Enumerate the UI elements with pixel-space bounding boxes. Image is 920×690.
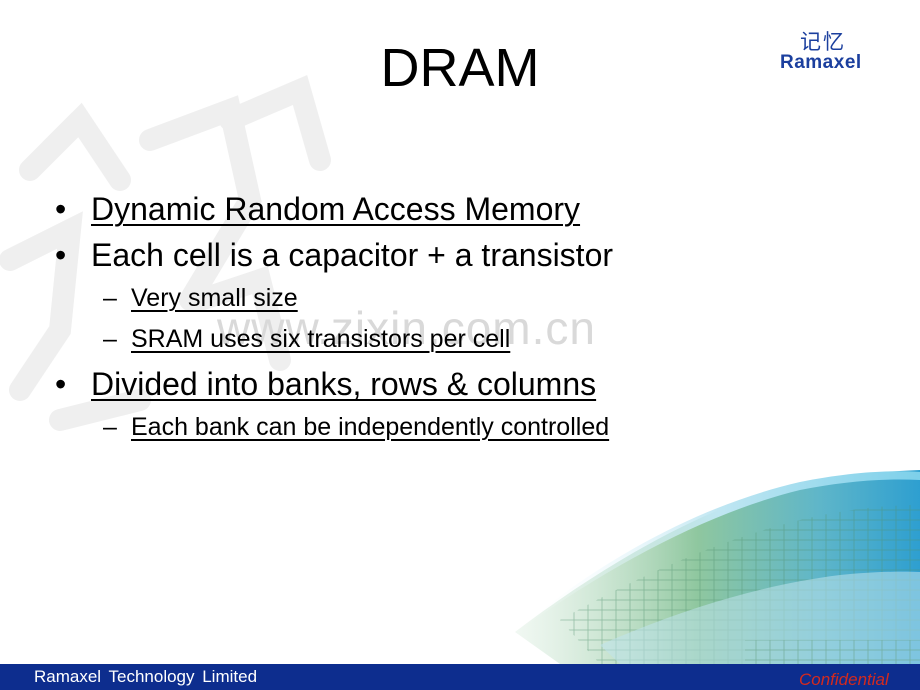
bullet-dot: • [55,237,67,273]
bullet-item: • Divided into banks, rows & columns [55,364,596,404]
slide-title: DRAM [380,38,540,98]
bullet-link-banks[interactable]: Divided into banks, rows & columns [91,366,597,402]
bullet-item: • Each cell is a capacitor + a transistor [55,235,613,275]
logo-english-text: Ramaxel [780,52,862,73]
sub-bullet-link-small-size[interactable]: Very small size [131,284,298,312]
footer-bar: Ramaxel Technology Limited Confidential [0,664,920,690]
bullet-dash: – [103,325,117,353]
sub-bullet-link-sram[interactable]: SRAM uses six transistors per cell [131,325,511,353]
bullet-dot: • [55,366,67,402]
bullet-dash: – [103,413,117,441]
logo-chinese-text: 记忆 [800,30,846,54]
bullet-item: • Dynamic Random Access Memory [55,189,580,229]
footer-company-name: Ramaxel Technology Limited [34,667,258,686]
site-watermark: www.zixin.com.cn [217,302,596,354]
sub-bullet-link-bank-control[interactable]: Each bank can be independently controlle… [131,413,610,441]
company-logo: 记忆 Ramaxel [778,30,878,76]
bullet-dash: – [103,284,117,312]
sub-bullet-item: –Each bank can be independently controll… [103,411,609,443]
footer-confidential-label: Confidential [799,670,889,689]
bullet-dot: • [55,191,67,227]
sub-bullet-item: –Very small size [103,282,298,314]
bullet-text-cell: Each cell is a capacitor + a transistor [91,237,614,273]
bullet-link-dram-definition[interactable]: Dynamic Random Access Memory [91,191,581,227]
sub-bullet-item: –SRAM uses six transistors per cell [103,323,510,355]
